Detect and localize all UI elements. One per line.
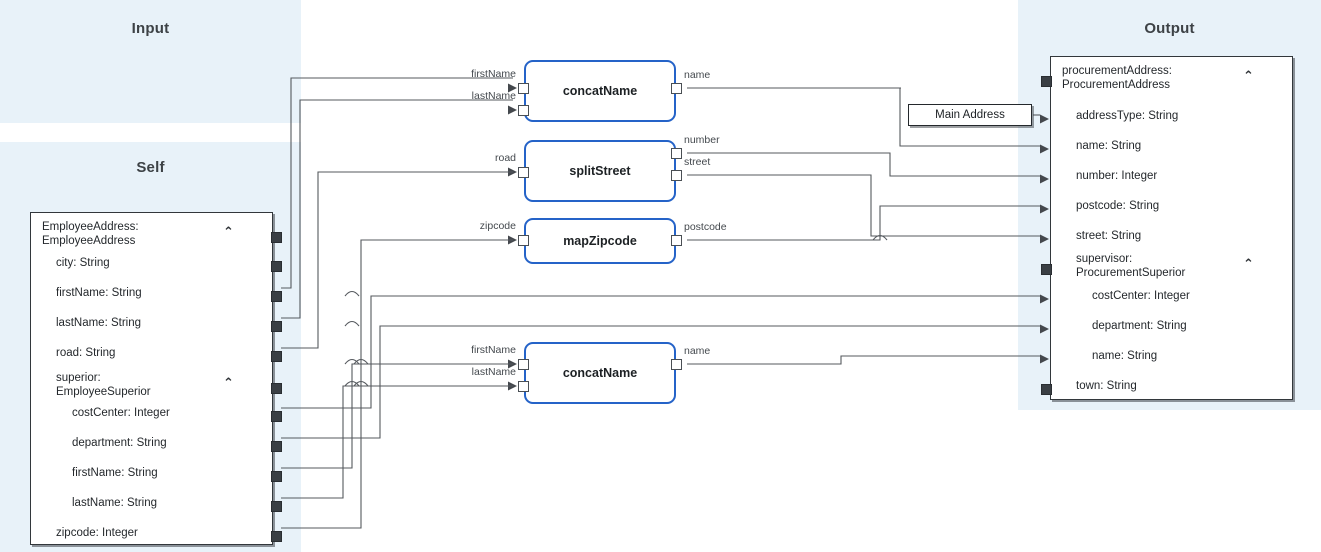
output-field-row[interactable]: supervisor: ProcurementSuperior (1076, 253, 1186, 279)
output-pin-number[interactable] (671, 148, 682, 159)
output-pin-label: name (684, 345, 711, 357)
output-pin-label: name (684, 69, 711, 81)
output-pin-label: street (684, 156, 711, 168)
wire-hop (344, 290, 360, 297)
self-output-port[interactable] (271, 291, 282, 302)
wire-hop (344, 358, 360, 365)
chevron-up-icon[interactable]: ⌃ (223, 224, 234, 239)
output-schema-box (1050, 56, 1293, 400)
self-output-port[interactable] (271, 351, 282, 362)
input-pin-label: firstName (471, 68, 516, 80)
output-pin-street[interactable] (671, 170, 682, 181)
swimlane-title-output: Output (1144, 20, 1195, 37)
wire[interactable] (281, 385, 513, 499)
output-field-row[interactable]: costCenter: Integer (1092, 290, 1190, 302)
wire-hop (353, 358, 369, 365)
chevron-up-icon[interactable]: ⌃ (1243, 68, 1254, 83)
self-output-port[interactable] (271, 501, 282, 512)
output-field-row[interactable]: number: Integer (1076, 170, 1158, 182)
wire[interactable] (687, 355, 1040, 365)
self-field-row[interactable]: lastName: String (56, 317, 142, 329)
wire-hop (344, 380, 360, 387)
input-pin-label: zipcode (479, 220, 516, 232)
input-pin-lastName[interactable] (518, 105, 529, 116)
wire[interactable] (687, 174, 1040, 237)
self-field-row[interactable]: costCenter: Integer (72, 407, 170, 419)
wire[interactable] (281, 171, 513, 349)
output-pin-label: postcode (684, 221, 727, 233)
wire-arrowhead (508, 105, 517, 115)
function-node-splitStreet[interactable]: splitStreet (524, 140, 676, 202)
output-input-port[interactable] (1041, 76, 1052, 87)
input-pin-road[interactable] (518, 167, 529, 178)
self-field-row[interactable]: superior: EmployeeSuperior (56, 372, 151, 398)
self-output-port[interactable] (271, 383, 282, 394)
input-pin-firstName[interactable] (518, 83, 529, 94)
wire[interactable] (281, 99, 513, 319)
output-pin-name[interactable] (671, 83, 682, 94)
output-field-row[interactable]: name: String (1092, 350, 1158, 362)
self-field-row[interactable]: firstName: String (56, 287, 142, 299)
input-pin-firstName[interactable] (518, 359, 529, 370)
function-node-concatName-1[interactable]: concatName (524, 60, 676, 122)
wire[interactable] (687, 205, 1040, 241)
self-field-row[interactable]: lastName: String (72, 497, 158, 509)
chevron-up-icon[interactable]: ⌃ (223, 375, 234, 390)
self-output-port[interactable] (271, 471, 282, 482)
output-field-row[interactable]: procurementAddress: ProcurementAddress (1062, 65, 1172, 91)
input-pin-label: lastName (471, 90, 516, 102)
constant-node-main-address[interactable]: Main Address (908, 104, 1032, 126)
self-field-row[interactable]: department: String (72, 437, 167, 449)
wire-hop (872, 234, 888, 241)
wire-arrowhead (508, 381, 517, 391)
wire[interactable] (281, 363, 513, 469)
wire-hop (353, 380, 369, 387)
wire-arrowhead (508, 167, 517, 177)
self-field-row[interactable]: zipcode: Integer (56, 527, 138, 539)
self-field-row[interactable]: road: String (56, 347, 116, 359)
wire[interactable] (281, 239, 513, 529)
output-field-row[interactable]: name: String (1076, 140, 1142, 152)
output-field-row[interactable]: addressType: String (1076, 110, 1179, 122)
wire-arrowhead (508, 235, 517, 245)
swimlane-input (0, 0, 301, 123)
output-input-port[interactable] (1041, 384, 1052, 395)
self-output-port[interactable] (271, 232, 282, 243)
output-pin-name[interactable] (671, 359, 682, 370)
self-field-row[interactable]: EmployeeAddress: EmployeeAddress (42, 221, 139, 247)
self-output-port[interactable] (271, 261, 282, 272)
output-field-row[interactable]: postcode: String (1076, 200, 1160, 212)
swimlane-title-self: Self (136, 159, 165, 176)
output-field-row[interactable]: town: String (1076, 380, 1137, 392)
swimlane-title-input: Input (131, 20, 170, 37)
input-pin-label: road (494, 152, 516, 164)
function-node-concatName-2[interactable]: concatName (524, 342, 676, 404)
self-output-port[interactable] (271, 441, 282, 452)
self-field-row[interactable]: city: String (56, 257, 110, 269)
input-pin-label: lastName (471, 366, 516, 378)
input-pin-zipcode[interactable] (518, 235, 529, 246)
input-pin-lastName[interactable] (518, 381, 529, 392)
wire-hop (344, 320, 360, 327)
output-input-port[interactable] (1041, 264, 1052, 275)
chevron-up-icon[interactable]: ⌃ (1243, 256, 1254, 271)
wire[interactable] (281, 77, 513, 289)
self-schema-box (30, 212, 273, 545)
input-pin-label: firstName (471, 344, 516, 356)
output-field-row[interactable]: department: String (1092, 320, 1187, 332)
self-output-port[interactable] (271, 411, 282, 422)
function-node-mapZipcode[interactable]: mapZipcode (524, 218, 676, 264)
self-output-port[interactable] (271, 321, 282, 332)
output-field-row[interactable]: street: String (1076, 230, 1142, 242)
output-pin-label: number (684, 134, 720, 146)
output-pin-postcode[interactable] (671, 235, 682, 246)
self-field-row[interactable]: firstName: String (72, 467, 158, 479)
wire[interactable] (687, 152, 1040, 177)
self-output-port[interactable] (271, 531, 282, 542)
